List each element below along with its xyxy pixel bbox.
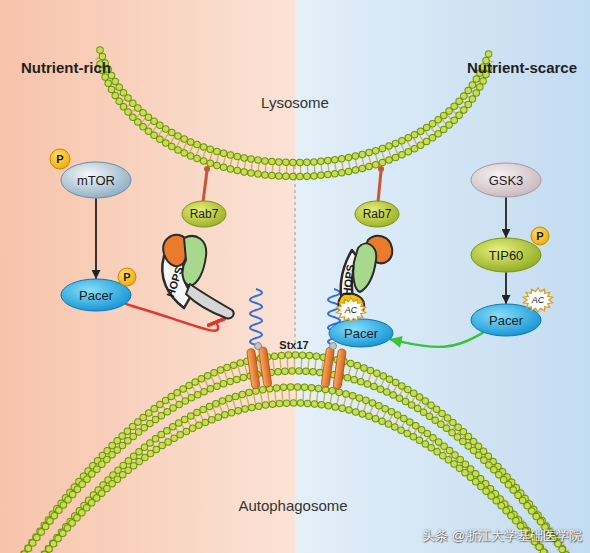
protein-ellipse: Rab7	[354, 200, 400, 228]
complex-shape: HOPS	[158, 232, 238, 322]
protein-outline	[182, 201, 226, 227]
acetyl-badge: AC	[335, 297, 367, 323]
activation-arrow	[95, 199, 97, 278]
protein-outline	[329, 319, 393, 347]
phospho-badge: P	[49, 148, 71, 170]
node-text: Pacer	[344, 327, 378, 340]
acetyl-star	[336, 298, 365, 322]
acetyl-badge: AC	[522, 287, 554, 313]
organelle-label: Lysosome	[261, 95, 329, 112]
helix	[333, 349, 346, 390]
condition-heading: Nutrient-rich	[21, 60, 111, 77]
node-text: Rab7	[363, 208, 392, 220]
lipid-anchor	[378, 171, 381, 202]
lysosome-membrane	[100, 50, 490, 177]
helix	[258, 347, 271, 388]
protein-outline	[61, 162, 131, 198]
protein-outline	[531, 227, 549, 245]
activation-arrow	[505, 273, 507, 303]
protein-outline	[50, 149, 70, 169]
node-text: TIP60	[489, 249, 524, 262]
node-text: P	[536, 231, 543, 242]
lipid-heads	[100, 50, 490, 163]
lipid-heads	[100, 64, 490, 177]
protein-outline	[471, 238, 541, 272]
helix-cap	[255, 343, 262, 350]
protein-outline	[471, 163, 541, 197]
lipid-anchor	[203, 171, 207, 202]
lipid-anchor	[378, 166, 384, 172]
snare-coil	[250, 289, 262, 345]
complex-subunit	[353, 244, 376, 292]
protein-ellipse: GSK3	[470, 162, 542, 198]
node-text: P	[123, 272, 130, 283]
node-text: mTOR	[77, 174, 115, 187]
protein-outline	[471, 304, 541, 336]
protein-ellipse: Pacer	[328, 318, 394, 348]
divider-line	[295, 160, 296, 345]
protein-outline	[118, 268, 136, 286]
lipid-heads	[100, 64, 490, 177]
protein-label: Stx17	[279, 339, 308, 351]
watermark: 头条 @浙江大学基础医学院	[422, 529, 582, 543]
lipid-heads	[20, 355, 570, 553]
inhibition-line	[126, 304, 218, 331]
node-text: Rab7	[190, 208, 219, 220]
lipid-anchor	[204, 166, 210, 172]
protein-ellipse: TIP60	[470, 237, 542, 273]
helix	[321, 347, 334, 388]
activation-arrow	[505, 198, 507, 237]
helix-cap	[330, 343, 337, 350]
condition-heading: Nutrient-scarce	[467, 60, 577, 77]
node-text: P	[56, 154, 63, 165]
node-text: Pacer	[79, 289, 113, 302]
lipid-heads	[20, 371, 570, 553]
transmembrane-helix	[247, 347, 272, 389]
lipid-heads	[20, 355, 570, 553]
translocation-arrow	[391, 333, 483, 347]
nutrient-rich-panel	[0, 0, 295, 553]
autophagosome-membrane	[20, 355, 570, 553]
complex-subunit	[186, 284, 234, 318]
acetyl-star	[523, 288, 552, 312]
transmembrane-helix	[321, 347, 346, 389]
node-text: HOPS	[341, 264, 356, 296]
organelle-label: Autophagosome	[238, 498, 347, 515]
helix	[247, 348, 260, 389]
node-text: GSK3	[489, 174, 524, 187]
lipid-tails	[100, 57, 490, 170]
protein-ellipse: Rab7	[181, 200, 227, 228]
nutrient-scarce-panel	[295, 0, 590, 553]
node-text: AC	[345, 306, 358, 315]
rab7-anchor	[203, 166, 384, 202]
lipid-heads	[100, 50, 490, 163]
phospho-badge: P	[530, 226, 550, 246]
phospho-badge: P	[117, 267, 137, 287]
connector-group	[96, 198, 506, 347]
node-text: AC	[532, 296, 545, 305]
node-text: Pacer	[489, 314, 523, 327]
protein-outline	[355, 201, 399, 227]
complex-subunit	[183, 236, 207, 286]
protein-ellipse: mTOR	[60, 161, 132, 199]
lipid-heads	[20, 371, 570, 553]
